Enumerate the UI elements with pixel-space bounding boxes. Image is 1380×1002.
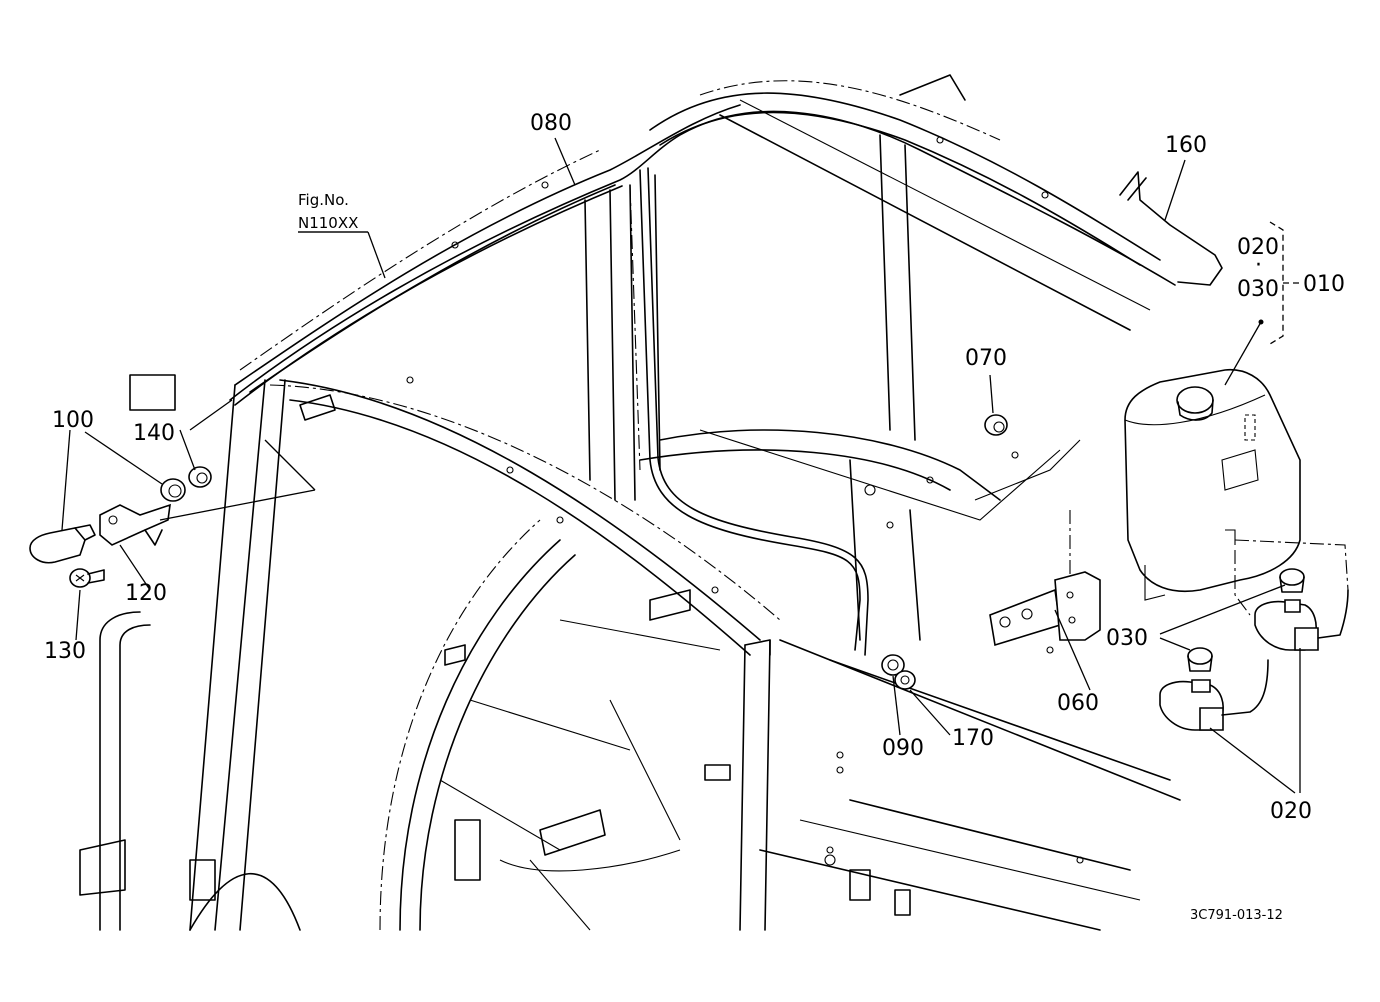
bracket-060 <box>989 510 1101 647</box>
grommet-070 <box>984 414 1008 436</box>
callout-labels: Fig.No. N110XX 080 160 020 · 030 010 070… <box>44 111 1345 923</box>
washer-tank <box>1124 369 1301 601</box>
callout-140: 140 <box>133 421 175 446</box>
callout-dot: · <box>1255 253 1262 278</box>
figure-ref-line1: Fig.No. <box>298 191 349 209</box>
drawing-code: 3C791-013-12 <box>1190 908 1283 923</box>
callout-170: 170 <box>952 726 994 751</box>
leader-lines <box>61 137 1301 794</box>
mirror-stay-parts <box>29 466 212 588</box>
callout-160: 160 <box>1165 133 1207 158</box>
figure-ref-line2: N110XX <box>298 214 358 232</box>
nozzle-tube-160 <box>1119 171 1223 286</box>
clamp-090 <box>881 654 905 676</box>
callout-030-top: 030 <box>1237 277 1279 302</box>
callout-010: 010 <box>1303 272 1345 297</box>
callout-090: 090 <box>882 736 924 761</box>
washer-170 <box>894 670 916 690</box>
callout-080: 080 <box>530 111 572 136</box>
cab-frame <box>79 74 1181 931</box>
callout-020-bottom: 020 <box>1270 799 1312 824</box>
washer-pumps <box>1159 539 1349 731</box>
washer-hose <box>229 110 1176 656</box>
callout-120: 120 <box>125 581 167 606</box>
callout-130: 130 <box>44 639 86 664</box>
callout-060: 060 <box>1057 691 1099 716</box>
callout-030-mid: 030 <box>1106 626 1148 651</box>
callout-020-top: 020 <box>1237 235 1279 260</box>
callout-100: 100 <box>52 408 94 433</box>
callout-070: 070 <box>965 346 1007 371</box>
